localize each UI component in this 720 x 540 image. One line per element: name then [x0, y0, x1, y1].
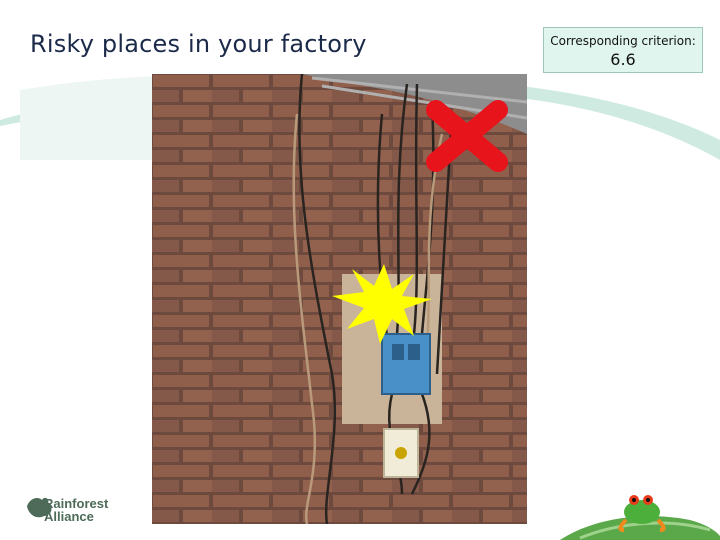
- logo-line1: Rainforest: [44, 496, 109, 511]
- logo-line2: Alliance: [44, 509, 94, 524]
- slide-title: Risky places in your factory: [30, 30, 367, 58]
- frog-logo-icon: [27, 497, 52, 518]
- frog-leaf-icon: [560, 495, 720, 540]
- factory-photo: [152, 74, 527, 524]
- yellow-burst-icon: [332, 264, 432, 344]
- criterion-label: Corresponding criterion:: [550, 34, 696, 48]
- red-x-icon: [426, 100, 508, 172]
- criterion-box: Corresponding criterion: 6.6: [543, 27, 703, 73]
- criterion-value: 6.6: [610, 50, 636, 69]
- logo-wordmark: Rainforest Alliance: [44, 497, 108, 523]
